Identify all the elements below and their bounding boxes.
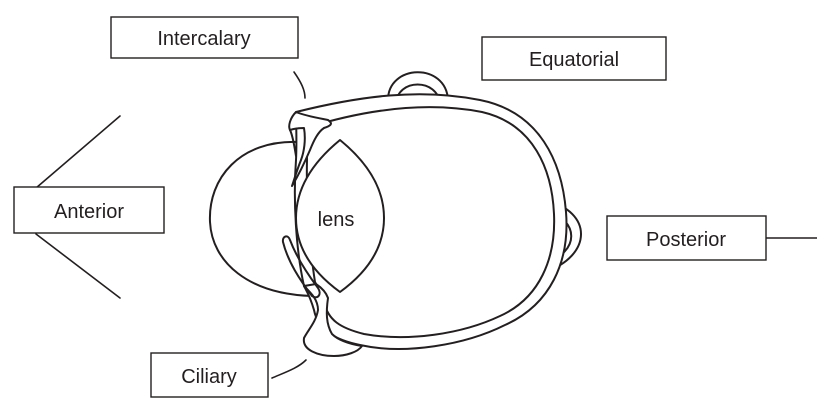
posterior-label: Posterior — [646, 229, 726, 251]
anterior-leader-upper — [35, 115, 121, 189]
iris-strip — [281, 235, 321, 299]
lens-shape — [295, 139, 385, 293]
anterior-chamber-outline — [208, 140, 313, 297]
intercalary-leader — [293, 71, 306, 99]
equatorial-bulge-outer — [387, 71, 449, 101]
intercalary-fold — [288, 111, 332, 187]
anterior-leader-lower — [35, 233, 121, 299]
ciliary-leader — [271, 359, 307, 379]
equatorial-label: Equatorial — [529, 49, 619, 71]
lens-label: lens — [318, 209, 355, 231]
intercalary-fold-lip — [289, 129, 297, 157]
intercalary-label-box: Intercalary — [110, 16, 299, 59]
ciliary-label: Ciliary — [181, 366, 237, 388]
equatorial-label-box: Equatorial — [481, 36, 667, 81]
ciliary-label-box: Ciliary — [150, 352, 269, 398]
anterior-label-box: Anterior — [13, 186, 165, 234]
anterior-label: Anterior — [54, 201, 124, 223]
intercalary-label: Intercalary — [157, 28, 250, 50]
posterior-label-box: Posterior — [606, 215, 767, 261]
ciliary-fold — [302, 283, 363, 357]
